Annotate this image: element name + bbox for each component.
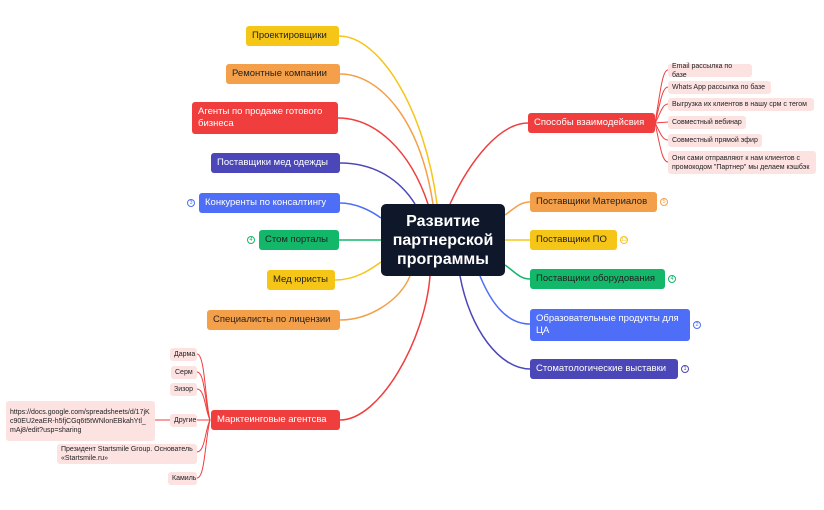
agency-item-president[interactable]: Президент Startsmile Group. Основатель «…	[57, 444, 197, 464]
edge-ways	[449, 122, 529, 205]
topic-repair-companies[interactable]: Ремонтные компании	[226, 64, 340, 84]
root-topic[interactable]: Развитие партнерской программы	[381, 204, 505, 276]
topic-label: Агенты по продаже готового бизнеса	[198, 106, 323, 129]
topic-label: Поставщики Материалов	[536, 196, 648, 207]
topic-software-suppliers[interactable]: Поставщики ПО	[530, 230, 617, 250]
method-item[interactable]: Email рассылка по базе	[668, 63, 752, 79]
topic-label: Стом порталы	[265, 234, 328, 245]
topic-license-specialists[interactable]: Специалисты по лицензии	[207, 310, 340, 330]
topic-medical-clothing[interactable]: Поставщики мед одежды	[211, 153, 340, 173]
topic-interaction-methods[interactable]: Способы взаимодейсвия	[528, 113, 655, 133]
method-item[interactable]: Они сами отправляют к нам клиентов с про…	[668, 151, 816, 174]
edge-agencies	[339, 275, 431, 421]
edge-lawyers	[334, 261, 382, 281]
spreadsheet-link[interactable]: https://docs.google.com/spreadsheets/d/1…	[6, 401, 155, 441]
agency-item[interactable]: Зизор	[170, 383, 197, 396]
topic-label: Способы взаимодейсвия	[534, 117, 645, 128]
topic-label: Марктеинговые агентсва	[217, 414, 327, 425]
count-badge[interactable]: 1	[681, 365, 689, 373]
edge-repair	[339, 73, 434, 205]
agency-item[interactable]: Серм	[171, 366, 197, 379]
count-badge[interactable]: 3	[187, 199, 195, 207]
count-badge[interactable]: 2	[693, 321, 701, 329]
topic-label: Конкуренты по консалтингу	[205, 197, 327, 208]
edge-consulting	[339, 202, 382, 219]
topic-label: Проектировщики	[252, 30, 327, 41]
agency-item[interactable]: Камиль	[168, 472, 197, 485]
topic-dental-portals[interactable]: Стом порталы	[259, 230, 339, 250]
topic-label: Поставщики мед одежды	[217, 157, 328, 168]
method-item[interactable]: Совместный прямой эфир	[668, 134, 762, 147]
count-badge[interactable]: 5	[660, 198, 668, 206]
agency-item-other[interactable]: Другие	[170, 414, 197, 427]
method-item[interactable]: Выгрузка их клиентов в нашу срм с тегом	[668, 98, 814, 111]
topic-label: Поставщики оборудования	[536, 273, 656, 284]
root-title: Развитие партнерской программы	[392, 212, 494, 268]
agency-children-edges	[155, 353, 211, 479]
topic-medical-lawyers[interactable]: Мед юристы	[267, 270, 335, 290]
topic-material-suppliers[interactable]: Поставщики Материалов	[530, 192, 657, 212]
topic-label: Стоматологические выставки	[536, 363, 667, 374]
method-item[interactable]: Whats App рассылка по базе	[668, 81, 771, 94]
edge-exhibitions	[459, 275, 531, 370]
topic-label: Специалисты по лицензии	[213, 314, 331, 325]
edge-materials	[504, 201, 531, 216]
topic-label: Ремонтные компании	[232, 68, 327, 79]
topic-business-agents[interactable]: Агенты по продаже готового бизнеса	[192, 102, 338, 134]
topic-educational-products[interactable]: Образовательные продукты для ЦА	[530, 309, 690, 341]
agency-item[interactable]: Дарма	[170, 348, 197, 361]
topic-equipment-suppliers[interactable]: Поставщики оборудования	[530, 269, 665, 289]
topic-label: Мед юристы	[273, 274, 328, 285]
topic-marketing-agencies[interactable]: Марктеинговые агентсва	[211, 410, 340, 430]
method-item[interactable]: Совместный вебинар	[668, 116, 746, 129]
topic-dental-exhibitions[interactable]: Стоматологические выставки	[530, 359, 678, 379]
edge-agents	[337, 117, 429, 205]
edge-license	[339, 275, 411, 321]
count-badge[interactable]: 4	[247, 236, 255, 244]
ways-children-edges	[654, 69, 669, 163]
edge-designers	[338, 35, 438, 205]
topic-designers[interactable]: Проектировщики	[246, 26, 339, 46]
edge-equipment	[504, 264, 531, 280]
edge-clothes	[339, 162, 416, 205]
edge-education	[479, 275, 531, 325]
topic-label: Образовательные продукты для ЦА	[536, 313, 679, 336]
count-badge[interactable]: 4	[668, 275, 676, 283]
topic-label: Поставщики ПО	[536, 234, 607, 245]
count-badge[interactable]: 13	[620, 236, 628, 244]
topic-consulting-competitors[interactable]: Конкуренты по консалтингу	[199, 193, 340, 213]
